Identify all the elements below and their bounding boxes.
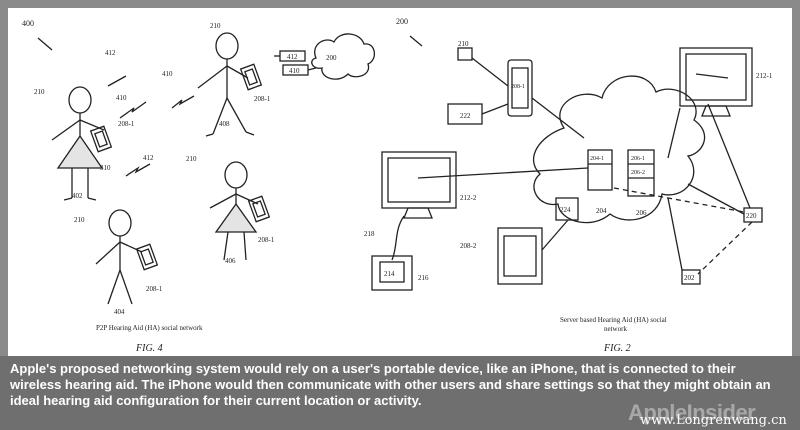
- label-406: 406: [225, 257, 236, 265]
- label-208-1: 208-1: [146, 285, 163, 293]
- label-208-2: 208-2: [460, 242, 477, 250]
- fig2-caption-line2: network: [604, 325, 627, 333]
- label-412: 412: [287, 53, 298, 61]
- label-410: 410: [162, 70, 173, 78]
- label-408: 408: [219, 120, 230, 128]
- patent-figure-panel: 400 210 412 412 410 200 410 410 210 208-…: [8, 8, 792, 356]
- label-200: 200: [326, 54, 337, 62]
- label-216: 216: [418, 274, 429, 282]
- watermark-brand: AppleInsider: [628, 400, 756, 425]
- label-202: 202: [684, 274, 695, 282]
- label-210: 210: [186, 155, 197, 163]
- caption-band: Apple's proposed networking system would…: [0, 356, 800, 430]
- label-206-2: 206-2: [631, 170, 645, 176]
- label-412: 412: [143, 154, 154, 162]
- fig2-caption-line1: Server based Hearing Aid (HA) social: [560, 316, 667, 324]
- label-410: 410: [116, 94, 127, 102]
- image-caption: Apple's proposed networking system would…: [10, 361, 771, 408]
- label-208-1: 208-1: [511, 84, 525, 90]
- fig4-title: FIG. 4: [135, 343, 163, 354]
- label-218: 218: [364, 230, 375, 238]
- label-204-1: 204-1: [590, 156, 604, 162]
- label-212-2: 212-2: [460, 194, 477, 202]
- fig2-title: FIG. 2: [603, 343, 631, 354]
- label-402: 402: [72, 192, 83, 200]
- label-210: 210: [34, 88, 45, 96]
- label-212-1: 212-1: [756, 72, 773, 80]
- watermark-url: www.Longrenwang.cn: [640, 413, 787, 428]
- fig-number-400: 400: [22, 19, 34, 28]
- label-222: 222: [460, 112, 471, 120]
- label-206-1: 206-1: [631, 156, 645, 162]
- label-204: 204: [596, 207, 607, 215]
- label-210: 210: [210, 22, 221, 30]
- label-412: 412: [105, 49, 116, 57]
- label-208-1: 208-1: [118, 120, 135, 128]
- label-208-1: 208-1: [258, 236, 275, 244]
- label-220: 220: [746, 212, 757, 220]
- label-210: 210: [74, 216, 85, 224]
- label-310: 310: [100, 164, 111, 172]
- label-214: 214: [384, 270, 395, 278]
- label-206: 206: [636, 209, 647, 217]
- label-404: 404: [114, 308, 125, 316]
- label-224: 224: [560, 206, 571, 214]
- label-208-1: 208-1: [254, 95, 271, 103]
- patent-drawing: 400 210 412 412 410 200 410 410 210 208-…: [22, 17, 773, 354]
- label-410: 410: [289, 67, 300, 75]
- fig4-caption: P2P Hearing Aid (HA) social network: [96, 324, 203, 332]
- label-210: 210: [458, 40, 469, 48]
- fig-number-200: 200: [396, 17, 408, 26]
